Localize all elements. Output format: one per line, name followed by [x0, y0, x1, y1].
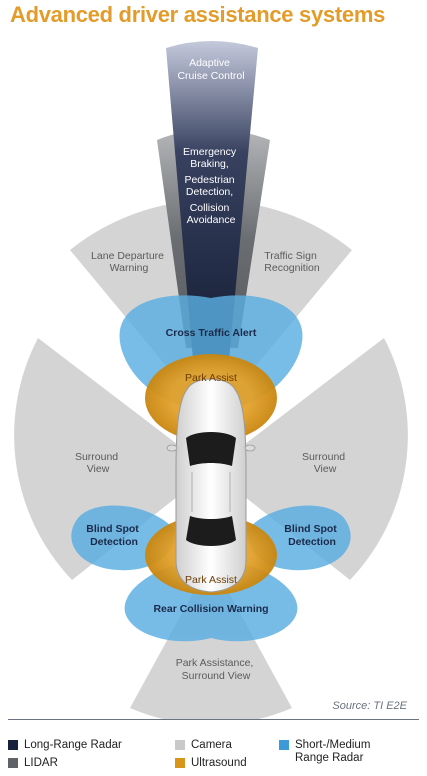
- diagram-labels: Adaptive Cruise Control Emergency Brakin…: [75, 57, 348, 682]
- label-emergency-braking: Emergency Braking, Pedestrian Detection,…: [183, 146, 239, 226]
- page-title: Advanced driver assistance systems: [10, 2, 386, 27]
- divider: [8, 719, 419, 720]
- camera-rear-zone: [130, 560, 292, 720]
- car-top-view: [166, 378, 256, 593]
- legend-swatch: [279, 740, 289, 750]
- legend-label: Camera: [191, 739, 232, 751]
- label-blind-spot-right: Blind Spot Detection: [284, 523, 339, 548]
- legend-item-long-range-radar: Long-Range Radar: [8, 739, 122, 752]
- label-surround-view-left: Surround View: [75, 451, 121, 475]
- legend-swatch: [8, 740, 18, 750]
- label-park-assistance-surround: Park Assistance, Surround View: [176, 657, 257, 682]
- label-adaptive-cruise-control: Adaptive Cruise Control: [177, 57, 244, 82]
- legend-item-ultrasound: Ultrasound: [175, 757, 247, 770]
- camera-left-zone: [14, 338, 211, 580]
- legend-swatch: [8, 758, 18, 768]
- legend-label: Ultrasound: [191, 757, 247, 769]
- label-park-assist-rear: Park Assist: [185, 574, 237, 586]
- legend-label: Short-/Medium Range Radar: [295, 739, 371, 764]
- source-note: Source: TI E2E: [332, 700, 407, 712]
- long-range-radar-beam: [166, 41, 258, 360]
- label-traffic-sign-recognition: Traffic Sign Recognition: [264, 250, 320, 274]
- legend-item-lidar: LIDAR: [8, 757, 58, 770]
- legend-label: Long-Range Radar: [24, 739, 122, 751]
- adas-diagram: Adaptive Cruise Control Emergency Brakin…: [14, 41, 408, 720]
- label-blind-spot-left: Blind Spot Detection: [86, 523, 141, 548]
- legend-swatch: [175, 758, 185, 768]
- label-lane-departure-warning: Lane Departure Warning: [91, 250, 167, 274]
- legend-item-camera: Camera: [175, 739, 232, 752]
- label-rear-collision-warning: Rear Collision Warning: [153, 603, 268, 615]
- label-cross-traffic-alert: Cross Traffic Alert: [166, 327, 257, 339]
- label-surround-view-right: Surround View: [302, 451, 348, 475]
- legend-label: LIDAR: [24, 757, 58, 769]
- camera-right-zone: [211, 338, 408, 580]
- legend-swatch: [175, 740, 185, 750]
- label-park-assist-front: Park Assist: [185, 372, 237, 384]
- legend-item-short-medium-radar: Short-/Medium Range Radar: [279, 739, 399, 765]
- legend: Long-Range Radar LIDAR Camera Ultrasound…: [0, 732, 427, 776]
